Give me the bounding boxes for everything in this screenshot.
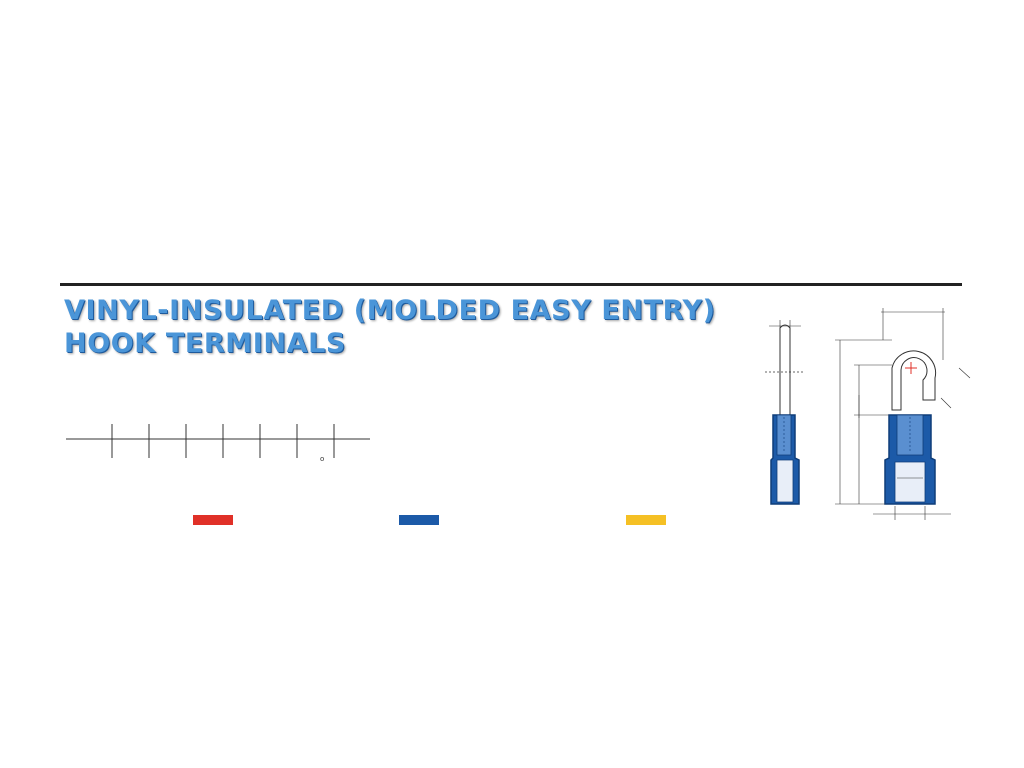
dim-angle (940, 397, 952, 409)
color-code-yellow (626, 515, 666, 525)
front-sleeve (894, 461, 926, 503)
color-code-red (193, 515, 233, 525)
ruler-mark: o (320, 455, 325, 463)
side-sleeve (776, 459, 794, 503)
color-code-blue (399, 515, 439, 525)
front-view (835, 308, 971, 520)
front-hook (891, 350, 937, 411)
hook-terminal-drawing (765, 308, 971, 520)
dim-angle (958, 367, 971, 379)
title-line-2: HOOK TERMINALS (64, 328, 346, 359)
spec-ruler (66, 424, 370, 458)
page-title: VINYL-INSULATED (MOLDED EASY ENTRY) HOOK… (64, 294, 716, 360)
side-blade (779, 324, 791, 416)
title-line-1: VINYL-INSULATED (MOLDED EASY ENTRY) (64, 295, 716, 326)
header-rule (60, 283, 962, 286)
side-view (765, 320, 805, 505)
